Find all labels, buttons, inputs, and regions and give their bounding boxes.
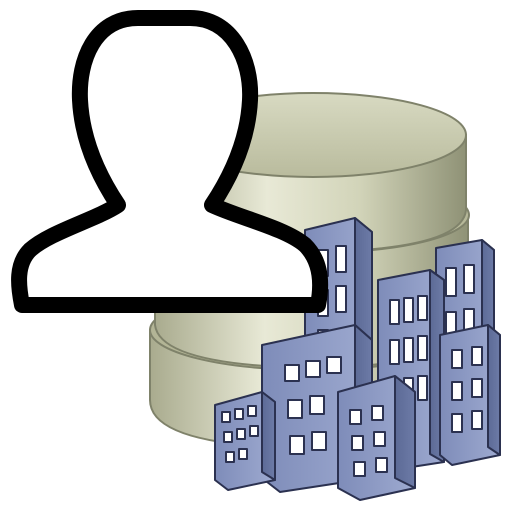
user-icon [11,10,329,313]
building-small-left [214,391,276,491]
building-front-center [337,375,416,501]
building-right-front [439,324,501,466]
